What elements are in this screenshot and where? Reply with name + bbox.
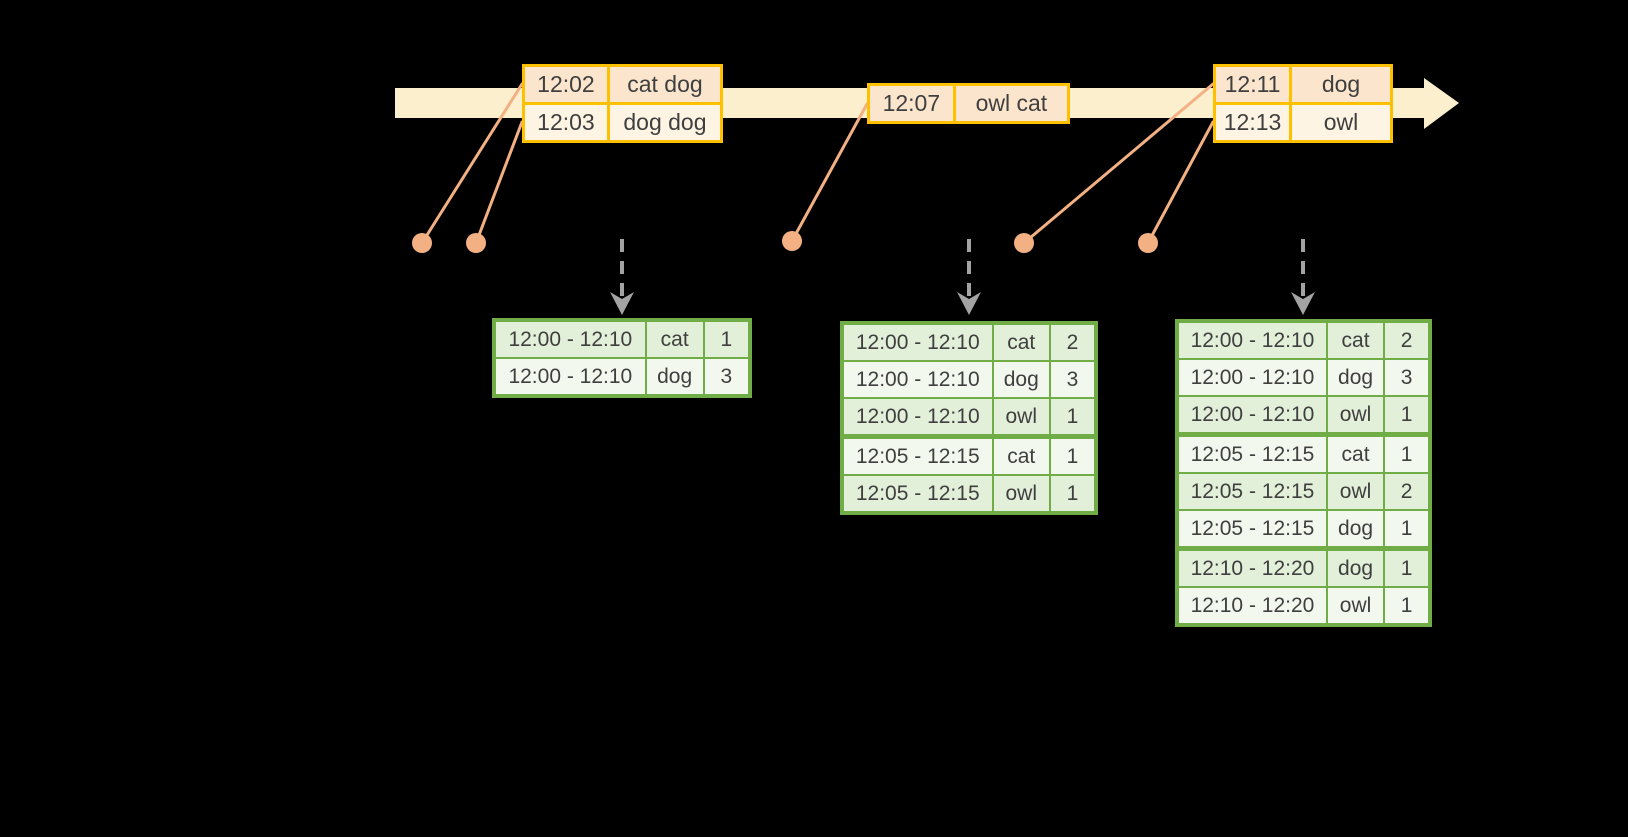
result-window: 12:00 - 12:10 (855, 330, 980, 354)
result-count: 1 (1383, 551, 1428, 586)
event-dot-4 (1014, 233, 1034, 253)
event-dot-1 (412, 233, 432, 253)
result-window: 12:00 - 12:10 (855, 367, 980, 391)
event-row: 12:07 owl cat (870, 86, 1067, 121)
result-count: 1 (1049, 439, 1094, 474)
result-word: owl (1325, 397, 1383, 432)
result-row: 12:00 - 12:10 dog 3 (496, 357, 748, 394)
result-word: owl (991, 399, 1050, 434)
result-window: 12:10 - 12:20 (1190, 556, 1315, 580)
result-count: 1 (1383, 437, 1428, 472)
result-count: 1 (1383, 397, 1428, 432)
result-row: 12:10 - 12:20 owl 1 (1179, 586, 1428, 623)
result-row: 12:05 - 12:15 owl 2 (1179, 472, 1428, 509)
event-row: 12:03 dog dog (525, 102, 720, 140)
result-table-3: 12:00 - 12:10 cat 2 12:00 - 12:10 dog 3 … (1175, 319, 1432, 627)
result-word: cat (1325, 323, 1383, 358)
result-word: owl (1325, 474, 1383, 509)
result-count: 3 (1049, 362, 1094, 397)
event-row: 12:13 owl (1216, 102, 1390, 140)
result-count: 2 (1383, 323, 1428, 358)
result-word: dog (1325, 511, 1383, 546)
event-words: dog (1289, 67, 1390, 102)
result-window: 12:00 - 12:10 (1190, 328, 1315, 352)
event-row: 12:02 cat dog (525, 67, 720, 102)
event-words: owl cat (952, 86, 1067, 121)
result-window: 12:00 - 12:10 (1190, 365, 1315, 389)
event-time: 12:03 (537, 109, 595, 135)
result-count: 1 (1049, 399, 1094, 434)
timeline-arrowhead-icon (1424, 78, 1459, 129)
result-window: 12:00 - 12:10 (508, 327, 633, 351)
arrow-down-icon (610, 292, 634, 315)
event-words: dog dog (606, 105, 720, 140)
result-count: 1 (1383, 511, 1428, 546)
result-row: 12:05 - 12:15 owl 1 (844, 474, 1094, 511)
result-count: 3 (702, 359, 748, 394)
event-table-2: 12:07 owl cat (867, 83, 1070, 124)
result-word: dog (1325, 551, 1383, 586)
event-table-3: 12:11 dog 12:13 owl (1213, 64, 1393, 143)
result-word: dog (1325, 360, 1383, 395)
result-word: cat (991, 439, 1050, 474)
arrow-down-icon (957, 292, 981, 315)
result-row: 12:00 - 12:10 dog 3 (1179, 358, 1428, 395)
result-word: dog (991, 362, 1050, 397)
result-row: 12:05 - 12:15 cat 1 (1179, 432, 1428, 472)
event-connector-2 (474, 120, 524, 245)
result-word: cat (991, 325, 1050, 360)
result-row: 12:00 - 12:10 cat 2 (1179, 323, 1428, 358)
result-table-2: 12:00 - 12:10 cat 2 12:00 - 12:10 dog 3 … (840, 321, 1098, 515)
event-time: 12:02 (537, 71, 595, 97)
result-word: owl (991, 476, 1050, 511)
arrow-down-icon (1291, 292, 1315, 315)
result-count: 3 (1383, 360, 1428, 395)
result-word: cat (644, 322, 703, 357)
result-row: 12:10 - 12:20 dog 1 (1179, 546, 1428, 586)
result-row: 12:00 - 12:10 owl 1 (1179, 395, 1428, 432)
result-window: 12:00 - 12:10 (1190, 402, 1315, 426)
event-connector-3 (790, 102, 869, 243)
event-words: owl (1289, 105, 1390, 140)
result-window: 12:00 - 12:10 (508, 364, 633, 388)
event-connector-1 (420, 82, 524, 245)
trigger-arrow-3 (1291, 239, 1315, 315)
result-window: 12:00 - 12:10 (855, 404, 980, 428)
result-count: 1 (702, 322, 748, 357)
result-row: 12:00 - 12:10 cat 1 (496, 322, 748, 357)
result-word: dog (644, 359, 703, 394)
result-count: 1 (1049, 476, 1094, 511)
result-row: 12:05 - 12:15 dog 1 (1179, 509, 1428, 546)
event-time: 12:11 (1224, 71, 1281, 97)
event-dot-3 (782, 231, 802, 251)
event-row: 12:11 dog (1216, 67, 1390, 102)
event-table-1: 12:02 cat dog 12:03 dog dog (522, 64, 723, 143)
result-window: 12:05 - 12:15 (1190, 516, 1315, 540)
result-count: 2 (1383, 474, 1428, 509)
event-time: 12:07 (882, 90, 941, 116)
event-time: 12:13 (1223, 109, 1282, 135)
result-window: 12:05 - 12:15 (1190, 442, 1315, 466)
result-count: 2 (1049, 325, 1094, 360)
event-dot-2 (466, 233, 486, 253)
trigger-arrow-2 (957, 239, 981, 315)
result-window: 12:10 - 12:20 (1190, 593, 1315, 617)
result-word: cat (1325, 437, 1383, 472)
event-connector-5 (1146, 120, 1215, 245)
event-words: cat dog (606, 67, 720, 102)
result-row: 12:05 - 12:15 cat 1 (844, 434, 1094, 474)
result-window: 12:05 - 12:15 (855, 444, 980, 468)
result-row: 12:00 - 12:10 cat 2 (844, 325, 1094, 360)
trigger-arrow-1 (610, 239, 634, 315)
result-table-1: 12:00 - 12:10 cat 1 12:00 - 12:10 dog 3 (492, 318, 752, 398)
result-word: owl (1325, 588, 1383, 623)
result-count: 1 (1383, 588, 1428, 623)
result-row: 12:00 - 12:10 owl 1 (844, 397, 1094, 434)
result-row: 12:00 - 12:10 dog 3 (844, 360, 1094, 397)
result-window: 12:05 - 12:15 (855, 481, 980, 505)
result-window: 12:05 - 12:15 (1190, 479, 1315, 503)
event-connector-4 (1022, 82, 1215, 245)
event-dot-5 (1138, 233, 1158, 253)
